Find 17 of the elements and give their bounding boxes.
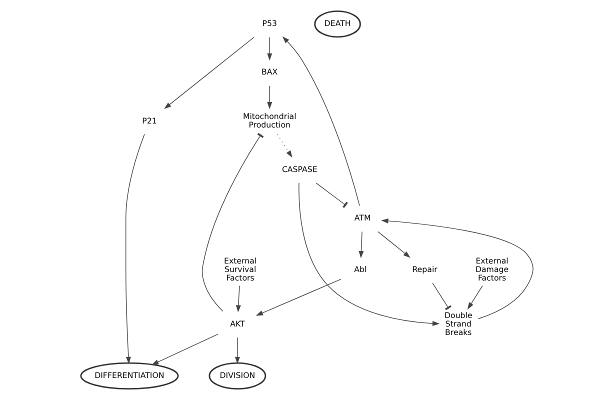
arrow — [378, 231, 410, 258]
arrow — [277, 134, 292, 158]
arrow — [267, 85, 272, 110]
arrow — [282, 36, 360, 206]
arrow — [236, 285, 241, 312]
connector — [316, 182, 348, 208]
arrow — [381, 218, 534, 320]
connector — [202, 132, 264, 312]
arrow — [126, 134, 145, 364]
arrow — [467, 285, 483, 310]
arrow — [267, 36, 272, 61]
arrow — [164, 36, 255, 110]
arrow — [151, 334, 218, 366]
arrow — [256, 278, 342, 316]
arrow — [234, 337, 240, 364]
arrow — [298, 182, 440, 326]
arrow — [358, 231, 364, 258]
